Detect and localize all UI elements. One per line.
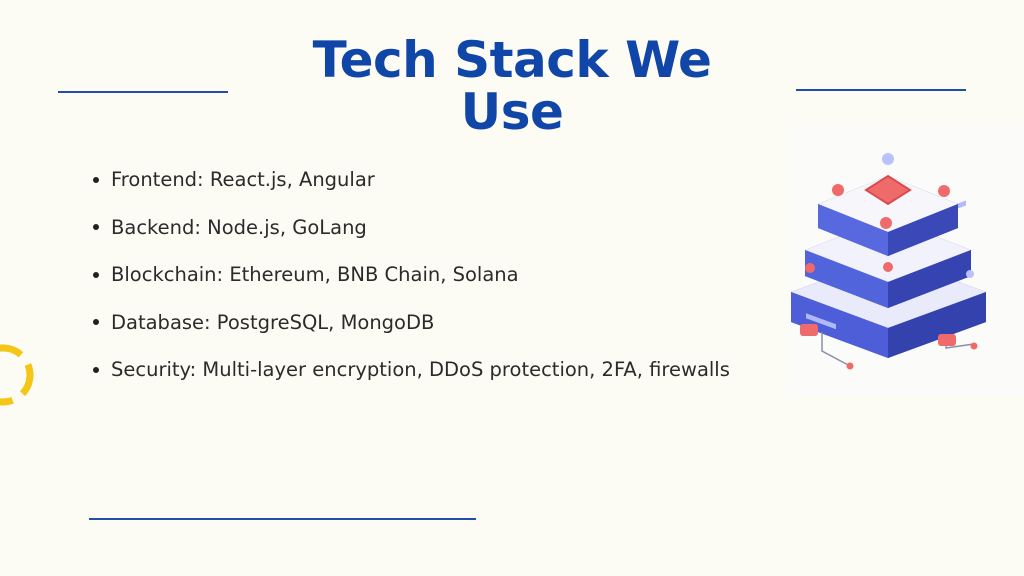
- bullet-item-blockchain: Blockchain: Ethereum, BNB Chain, Solana: [90, 251, 730, 299]
- bullet-item-backend: Backend: Node.js, GoLang: [90, 204, 730, 252]
- bullet-dot-icon: [93, 224, 99, 231]
- slide-title: Tech Stack We Use: [312, 31, 712, 141]
- bullet-item-database: Database: PostgreSQL, MongoDB: [90, 299, 730, 347]
- bullet-text: Backend: Node.js, GoLang: [111, 215, 367, 239]
- bullet-item-frontend: Frontend: React.js, Angular: [90, 156, 730, 204]
- server-stack-illustration: [786, 126, 1024, 396]
- bullet-text: Security: Multi-layer encryption, DDoS p…: [111, 358, 730, 382]
- title-divider-left: [58, 91, 228, 93]
- title-divider-right: [796, 89, 966, 91]
- bullet-item-security: Security: Multi-layer encryption, DDoS p…: [90, 346, 730, 394]
- bullet-dot-icon: [93, 271, 99, 278]
- dashed-ring-icon: [0, 344, 34, 406]
- bullet-text: Database: PostgreSQL, MongoDB: [111, 310, 435, 334]
- bullet-list: Frontend: React.js, Angular Backend: Nod…: [90, 156, 730, 394]
- bullet-text: Frontend: React.js, Angular: [111, 168, 375, 192]
- bottom-divider: [89, 518, 476, 520]
- bullet-text: Blockchain: Ethereum, BNB Chain, Solana: [111, 263, 519, 287]
- bullet-dot-icon: [93, 176, 99, 183]
- bullet-dot-icon: [93, 319, 99, 326]
- server-stack-icon: [791, 153, 986, 370]
- bullet-dot-icon: [93, 366, 99, 373]
